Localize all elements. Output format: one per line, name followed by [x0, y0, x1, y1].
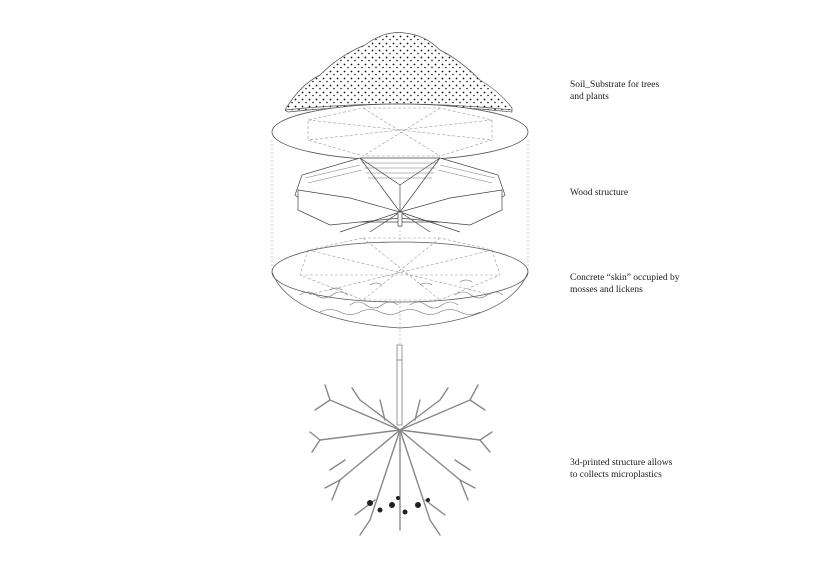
label-printed-structure: 3d-printed structure allows to collects … [570, 458, 673, 480]
label-concrete: Concrete “skin” occupied by mosses and l… [570, 273, 680, 295]
printed-structure [309, 384, 493, 536]
label-soil: Soil_Substrate for trees and plants [570, 80, 660, 102]
concrete-layer [271, 237, 529, 329]
stem [396, 344, 403, 426]
projection-guides [271, 130, 529, 345]
wood-layer [294, 157, 506, 233]
label-wood: Wood structure [570, 188, 629, 198]
soil-layer [271, 32, 529, 161]
